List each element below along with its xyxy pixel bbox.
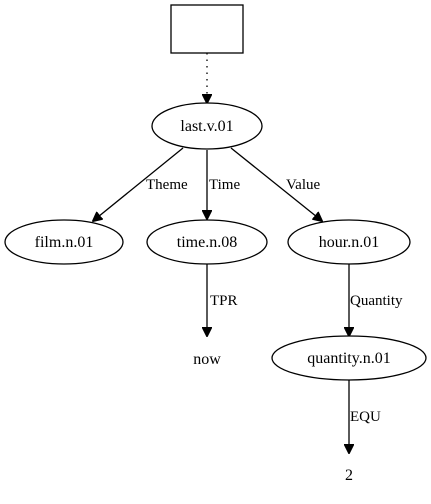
edge-label-value: Value <box>286 177 320 193</box>
node-quantity-n-01: quantity.n.01 <box>271 335 427 381</box>
edge-theme <box>93 147 184 221</box>
node-time-n-08: time.n.08 <box>146 219 268 265</box>
svg-text:2: 2 <box>345 467 353 484</box>
node-root-box <box>170 4 244 54</box>
node-now: now <box>193 351 221 368</box>
edge-label-time: Time <box>209 177 240 193</box>
edge-value <box>230 147 322 221</box>
edge-label-tpr: TPR <box>210 293 238 309</box>
svg-text:time.n.08: time.n.08 <box>177 234 237 251</box>
edge-label-quantity: Quantity <box>350 293 403 309</box>
edge-label-equ: EQU <box>350 409 381 425</box>
svg-text:last.v.01: last.v.01 <box>180 118 233 135</box>
edge-label-theme: Theme <box>146 177 188 193</box>
node-hour-n-01: hour.n.01 <box>287 219 411 265</box>
svg-text:now: now <box>193 351 221 368</box>
svg-text:quantity.n.01: quantity.n.01 <box>307 350 390 367</box>
svg-text:film.n.01: film.n.01 <box>35 234 94 251</box>
node-last-v-01: last.v.01 <box>151 102 263 150</box>
node-film-n-01: film.n.01 <box>4 219 124 265</box>
node-two: 2 <box>345 467 353 484</box>
svg-text:hour.n.01: hour.n.01 <box>319 234 379 251</box>
